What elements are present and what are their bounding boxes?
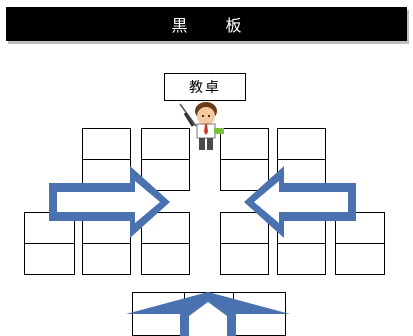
arrow-left [244,166,356,238]
seat [335,243,385,275]
arrow-right [49,166,170,238]
blackboard: 黒 板 [6,7,407,41]
seat [277,243,326,275]
seat [141,243,190,275]
blackboard-char-1: 黒 [171,16,188,35]
blackboard-char-2: 板 [225,16,242,35]
seat [220,243,269,275]
seat [220,159,269,191]
seat [82,128,131,160]
seat [82,243,131,275]
arrow-up [126,292,290,336]
teacher-figure-icon [179,102,224,150]
seat [24,243,75,275]
teacher-desk-label: 教卓 [164,73,246,101]
